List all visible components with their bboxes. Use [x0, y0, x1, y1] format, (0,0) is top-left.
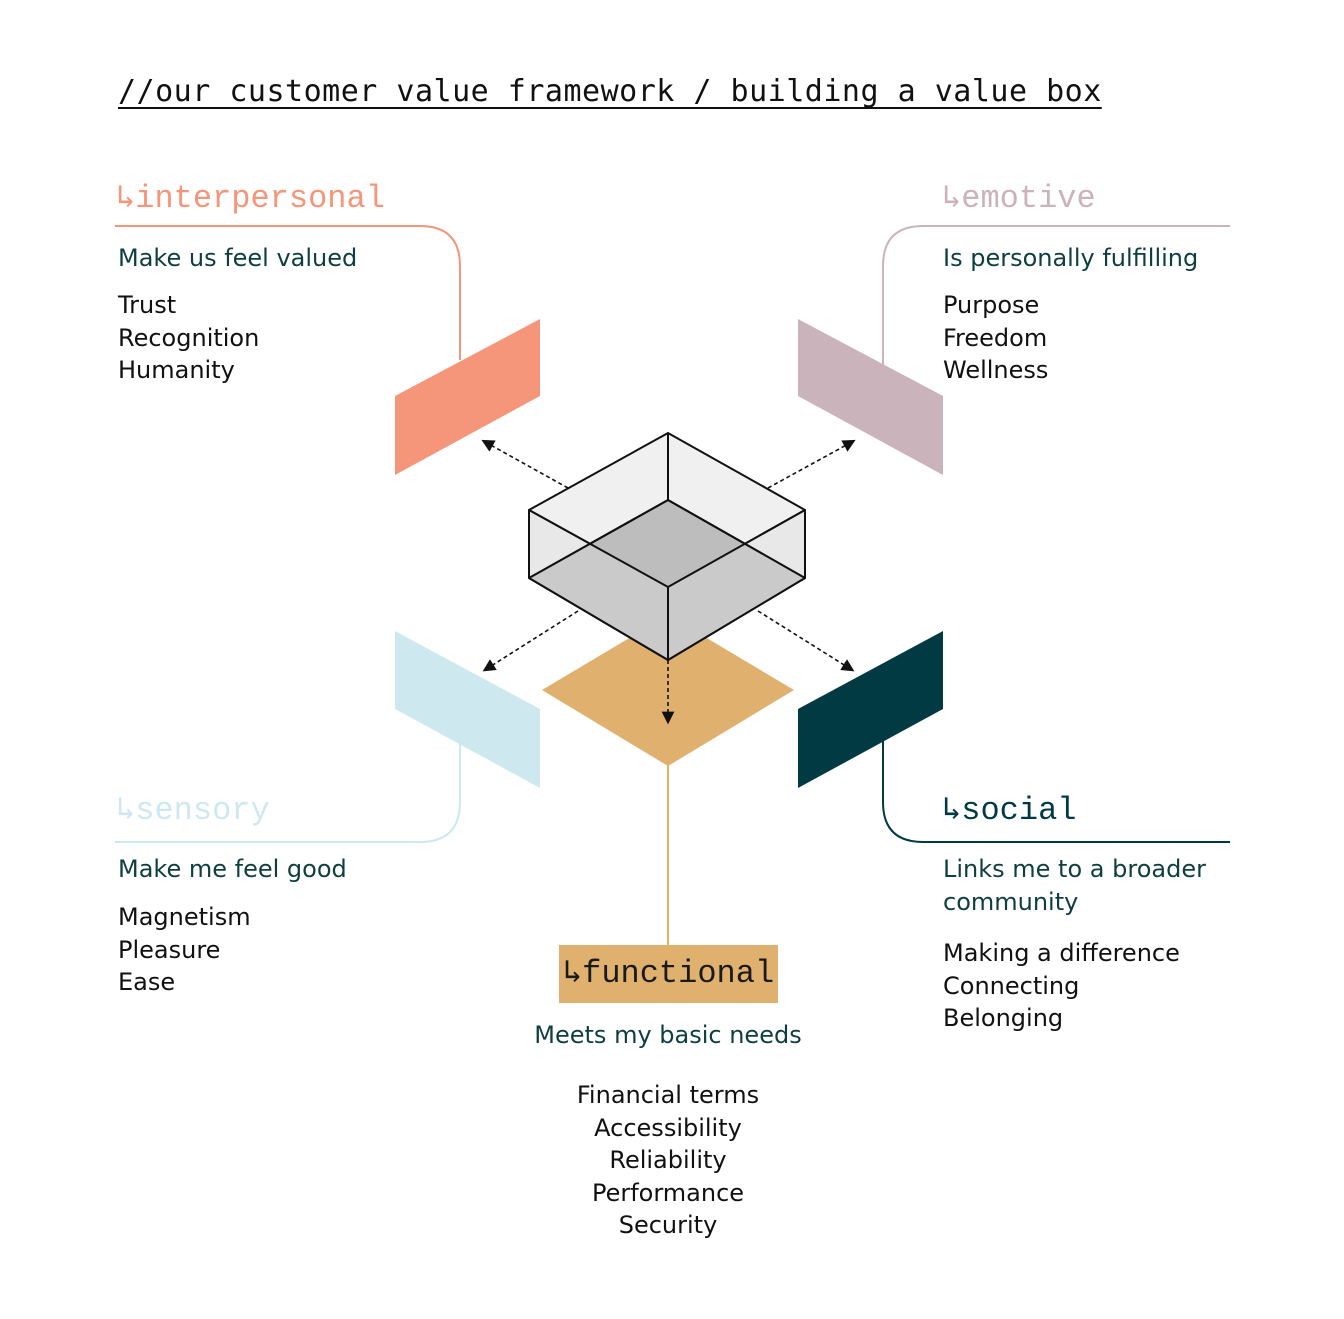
- arrow-emotive: [767, 439, 856, 489]
- social-subtitle: Links me to a broader community: [943, 853, 1206, 919]
- interpersonal-items: Trust Recognition Humanity: [118, 289, 259, 387]
- list-item: Security: [618, 1211, 718, 1239]
- sensory-heading: ↳sensory: [116, 792, 270, 829]
- sensory-items: Magnetism Pleasure Ease: [118, 901, 251, 999]
- list-item: Connecting: [943, 971, 1080, 1000]
- sensory-connector: [115, 738, 461, 843]
- list-item: Making a difference: [943, 939, 1180, 967]
- list-item: Recognition: [118, 323, 260, 352]
- list-item: Financial terms: [576, 1081, 760, 1109]
- list-item: Trust: [118, 291, 177, 319]
- social-heading: ↳social: [942, 792, 1077, 829]
- interpersonal-heading: ↳interpersonal: [116, 180, 385, 217]
- list-item: Reliability: [609, 1146, 727, 1174]
- emotive-items: Purpose Freedom Wellness: [943, 289, 1048, 387]
- interpersonal-panel: [395, 319, 540, 475]
- list-item: Pleasure: [118, 935, 221, 964]
- arrow-interpersonal: [481, 439, 569, 489]
- emotive-panel: [798, 319, 943, 475]
- functional-items: Financial terms Accessibility Reliabilit…: [468, 1079, 868, 1242]
- emotive-heading: ↳emotive: [942, 180, 1096, 217]
- box-right-face: [667, 509, 806, 661]
- social-subtitle-line-2: community: [943, 888, 1079, 916]
- list-item: Accessibility: [594, 1113, 742, 1142]
- list-item: Wellness: [943, 356, 1049, 384]
- list-item: Belonging: [943, 1004, 1064, 1032]
- sensory-panel: [395, 631, 540, 788]
- sensory-subtitle: Make me feel good: [118, 855, 347, 883]
- arrow-sensory: [482, 610, 579, 672]
- social-panel: [798, 631, 943, 788]
- list-item: Magnetism: [118, 903, 251, 931]
- list-item: Ease: [118, 968, 176, 996]
- value-box: [528, 432, 806, 661]
- list-item: Humanity: [118, 356, 235, 384]
- list-item: Purpose: [943, 291, 1040, 319]
- emotive-connector: [882, 225, 1230, 370]
- arrow-social: [757, 610, 855, 672]
- interpersonal-connector: [115, 225, 461, 360]
- functional-heading-box: ↳functional: [559, 945, 778, 1003]
- interpersonal-subtitle: Make us feel valued: [118, 244, 358, 272]
- page-title: //our customer value framework / buildin…: [118, 74, 1102, 109]
- social-subtitle-line-1: Links me to a broader: [943, 855, 1206, 883]
- functional-subtitle: Meets my basic needs: [534, 1021, 802, 1049]
- list-item: Freedom: [943, 323, 1048, 352]
- social-items: Making a difference Connecting Belonging: [943, 937, 1180, 1035]
- list-item: Performance: [591, 1178, 745, 1207]
- emotive-subtitle: Is personally fulfilling: [943, 244, 1199, 272]
- social-connector: [882, 735, 1230, 843]
- functional-heading: ↳functional: [562, 955, 775, 992]
